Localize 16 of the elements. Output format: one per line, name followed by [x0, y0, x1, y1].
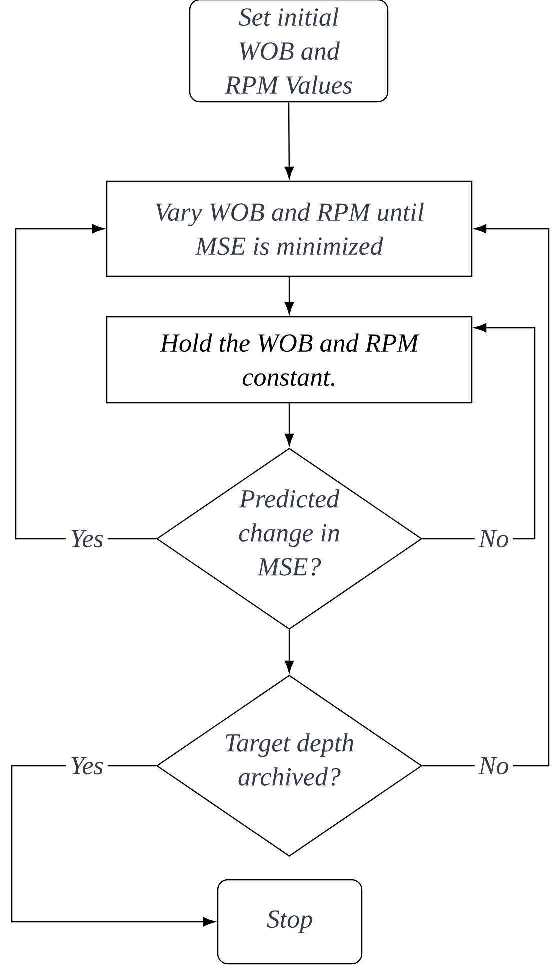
- arrow: [284, 630, 294, 673]
- edge-label: Yes: [66, 526, 108, 552]
- edge-label: Yes: [66, 753, 108, 779]
- arrow: [284, 277, 294, 314]
- terminal-box: Set initial WOB and RPM Values: [189, 0, 389, 103]
- process-box: Vary WOB and RPM until MSE is minimized: [106, 180, 473, 278]
- arrow: [284, 404, 294, 446]
- edge-label: No: [474, 753, 514, 779]
- arrow: [15, 224, 156, 540]
- arrow: [422, 224, 550, 767]
- edge-label: No: [474, 526, 514, 552]
- arrow: [284, 102, 294, 179]
- arrow: [11, 765, 216, 927]
- arrow: [422, 323, 536, 540]
- terminal-box: Stop: [217, 879, 363, 965]
- process-box: Hold the WOB and RPM constant.: [106, 316, 473, 404]
